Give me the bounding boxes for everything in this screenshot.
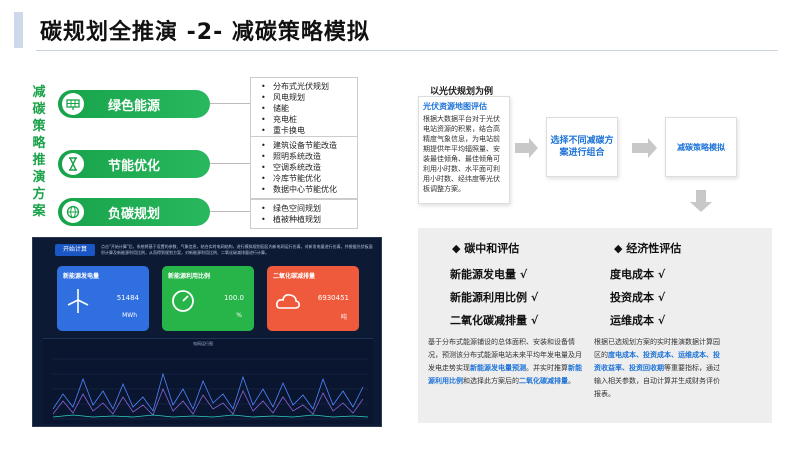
connector-line (210, 103, 250, 104)
eval-item: 运维成本 √ (610, 314, 666, 327)
tile-generation: 新能源发电量 51484 MWh (57, 266, 149, 331)
desc-text: 根据已选规划方案的实时推演数据计算园区的 (594, 338, 720, 359)
carbon-eval-heading: ◆ 碳中和评估 (452, 242, 520, 255)
title-divider (36, 50, 778, 51)
category-green-energy: 绿色能源 (58, 90, 210, 118)
arrow-down-icon (690, 190, 712, 212)
simulation-screenshot: 开始计算 点击"开始计算"后，系统将基于设置的参数、气象信息，结合实时电网结构，… (32, 237, 382, 427)
list-item: 植被种植规划 (261, 214, 351, 225)
negative-carbon-list: 绿色空间规划 植被种植规划 (250, 199, 358, 229)
energy-saving-list: 建筑设备节能改造 照明系统改造 空调系统改造 冷库节能优化 数据中心节能优化 (250, 136, 358, 199)
desc-text: 等重要指标，通过输入相关参数，自动计算并生成财务评价报表。 (594, 364, 720, 398)
page-title: 碳规划全推演 -2- 减碳策略模拟 (40, 20, 370, 45)
hourglass-icon (62, 153, 84, 175)
list-item: 绿色空间规划 (261, 203, 351, 214)
list-item: 储能 (261, 103, 351, 114)
list-item: 照明系统改造 (261, 151, 351, 162)
side-label-char: 碳 (32, 102, 46, 117)
eval-item: 新能源发电量 √ (450, 268, 528, 281)
eval-item: 度电成本 √ (610, 268, 666, 281)
carbon-eval-desc: 基于分布式能源铺设的总体面积、安装和设备情况，预测该分布式能源电站未来平均年发电… (428, 336, 588, 388)
chart-series-line (52, 372, 364, 412)
connector-line (210, 163, 250, 164)
desc-text: 。并实时推算 (526, 364, 568, 372)
side-label-char: 略 (32, 136, 46, 151)
connector-line (210, 211, 250, 212)
chart-plot (52, 358, 369, 420)
desc-highlight: 度电成本、投资成本、运维成本、投资收益率、投资回收期 (594, 351, 720, 372)
list-item: 建筑设备节能改造 (261, 140, 351, 151)
tile-value: 6930451 (317, 294, 349, 302)
list-item: 空调系统改造 (261, 162, 351, 173)
side-label-char: 推 (32, 153, 46, 168)
desc-highlight: 二氧化碳减排量 (519, 377, 568, 385)
green-energy-list: 分布式光伏规划 风电规划 储能 充电桩 重卡换电 (250, 77, 358, 140)
category-label: 负碳规划 (108, 207, 161, 222)
tile-unit: % (236, 312, 242, 319)
example-title: 以光伏规划为例 (430, 87, 494, 97)
desc-highlight: 新能源利用比例 (428, 364, 582, 385)
list-item: 分布式光伏规划 (261, 81, 351, 92)
desc-text: 。 (568, 377, 575, 385)
economic-eval-desc: 根据已选规划方案的实时推演数据计算园区的度电成本、投资成本、运维成本、投资收益率… (594, 336, 726, 401)
solar-panel-icon (62, 93, 84, 115)
heading-text: 经济性评估 (626, 242, 682, 255)
economic-eval-heading: ◆ 经济性评估 (614, 242, 682, 255)
tile-ratio: 新能源利用比例 100.0 % (162, 266, 254, 331)
eval-item: 投资成本 √ (610, 291, 666, 304)
side-label-char: 策 (32, 119, 46, 134)
tile-value: 100.0 (223, 294, 244, 302)
desc-highlight: 新能源发电量预测 (470, 364, 526, 372)
evaluation-panel: ◆ 碳中和评估 新能源发电量 √ 新能源利用比例 √ 二氧化碳减排量 √ 基于分… (418, 228, 772, 423)
tile-co2: 二氧化碳减排量 6930451 吨 (267, 266, 359, 331)
category-negative-carbon: 负碳规划 (58, 198, 210, 226)
category-label: 节能优化 (108, 159, 161, 174)
gauge-icon (172, 290, 194, 312)
pv-resource-card: 光伏资源地图评估 根据大数据平台对于光伏电站资源的积累，结合高精度气象信息，为电… (418, 96, 510, 204)
list-item: 重卡换电 (261, 125, 351, 136)
chart-series-line (52, 387, 364, 416)
strategy-simulation-card: 减碳策略模拟 (665, 117, 737, 177)
tile-value: 51484 (116, 294, 139, 302)
list-item: 充电桩 (261, 114, 351, 125)
side-label-char: 减 (32, 85, 46, 100)
eval-item: 新能源利用比例 √ (450, 291, 539, 304)
tile-title: 新能源利用比例 (168, 273, 211, 280)
desc-text: 和选择此方案后的 (463, 377, 519, 385)
arrow-right-icon (515, 138, 538, 158)
side-label-char: 方 (32, 187, 46, 202)
chart-title: 电网运行图 (193, 341, 213, 346)
category-label: 绿色能源 (108, 99, 161, 114)
eval-item: 二氧化碳减排量 √ (450, 314, 539, 327)
chart-series-line (52, 414, 369, 418)
grid-operation-chart: 电网运行图 (43, 338, 373, 424)
category-energy-saving: 节能优化 (58, 150, 210, 178)
arrow-right-icon (632, 138, 657, 158)
globe-icon (62, 201, 84, 223)
card-title: 光伏资源地图评估 (423, 102, 487, 111)
tile-unit: MWh (122, 312, 137, 319)
screenshot-note: 点击"开始计算"后，系统将基于设置的参数、气象信息，结合实时电网结构，进行模拟规… (101, 244, 373, 255)
title-accent-bar (14, 12, 23, 48)
tile-unit: 吨 (340, 314, 347, 321)
side-label: 减 碳 策 略 推 演 方 案 (30, 84, 48, 220)
heading-text: 碳中和评估 (464, 242, 520, 255)
start-calc-button[interactable]: 开始计算 (55, 244, 95, 256)
side-label-char: 案 (32, 204, 46, 219)
wind-turbine-icon (67, 289, 89, 313)
list-item: 风电规划 (261, 92, 351, 103)
combine-plan-card: 选择不同减碳方案进行组合 (546, 117, 618, 177)
list-item: 数据中心节能优化 (261, 184, 351, 195)
tile-title: 新能源发电量 (63, 273, 100, 280)
desc-text: 基于分布式能源铺设的总体面积、安装和设备情况，预测该分布式能源电站未来平均年发电… (428, 338, 582, 372)
card-body: 根据大数据平台对于光伏电站资源的积累，结合高精度气象信息，为电站前期提供年平均辐… (423, 115, 500, 193)
side-label-char: 演 (32, 170, 46, 185)
list-item: 冷库节能优化 (261, 173, 351, 184)
tile-title: 二氧化碳减排量 (273, 273, 316, 280)
co2-cloud-icon (276, 294, 300, 309)
